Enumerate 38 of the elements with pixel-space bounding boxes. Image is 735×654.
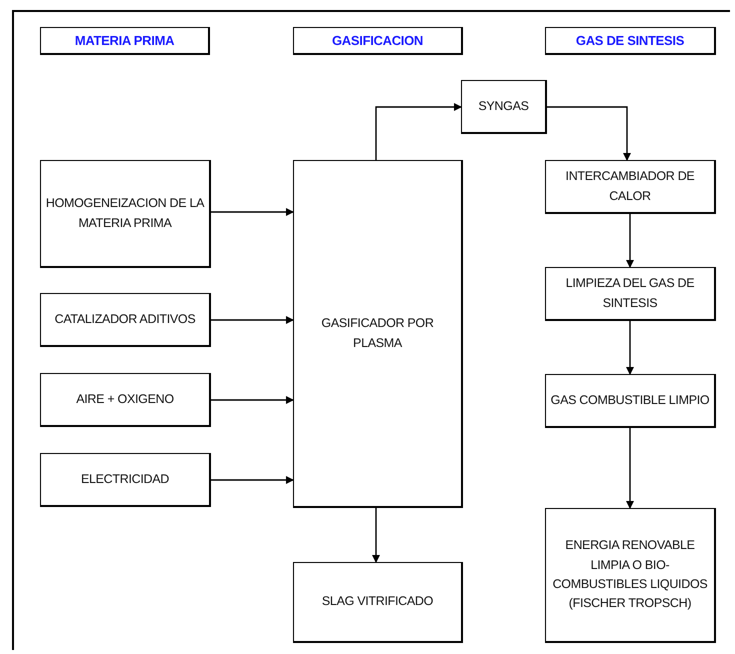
arrow (372, 508, 380, 563)
process-box (40, 453, 211, 507)
process-box (545, 374, 716, 428)
arrow (626, 428, 634, 509)
box-text: ENERGIA RENOVABLE LIMPIA O BIO-COMBUSTIBLES LIQUIDOS (FISCHER TROPSCH) (552, 538, 708, 610)
box-text: ELECTRICIDAD (80, 472, 170, 486)
box-text: SYNGAS (478, 98, 529, 113)
header-text: GASIFICACION (332, 32, 423, 48)
box-text: LIMPIEZA DEL GAS DE SINTESIS (566, 276, 694, 310)
process-box (545, 267, 716, 321)
arrow (211, 476, 294, 484)
box-text: INTERCAMBIADOR DE CALOR (566, 169, 694, 202)
process-box (545, 160, 716, 214)
arrow (211, 396, 294, 404)
arrow (626, 321, 634, 375)
column-header (40, 27, 210, 55)
header-text: MATERIA PRIMA (74, 32, 174, 48)
box-text: HOMOGENEIZACION DE LA MATERIA PRIMA (46, 196, 204, 230)
box-text: GASIFICADOR POR PLASMA (321, 316, 434, 350)
process-box (545, 508, 716, 643)
arrow (375, 103, 462, 160)
box-text: AIRE + OXIGENO (76, 392, 174, 406)
box-text: SLAG VITRIFICADO (322, 594, 434, 608)
arrow (547, 106, 631, 161)
arrow (626, 214, 634, 268)
process-box (293, 562, 463, 643)
process-box (40, 373, 211, 427)
process-box (40, 160, 211, 268)
gasifier-box (293, 160, 463, 508)
box-text: CATALIZADOR ADITIVOS (54, 312, 196, 326)
process-box (40, 293, 211, 347)
column-header (545, 27, 716, 55)
column-header (293, 27, 463, 55)
box-text: GAS COMBUSTIBLE LIMPIO (550, 392, 710, 407)
arrow (211, 316, 294, 324)
process-box (461, 80, 547, 134)
arrow (211, 208, 294, 216)
header-text: GAS DE SINTESIS (576, 32, 684, 48)
